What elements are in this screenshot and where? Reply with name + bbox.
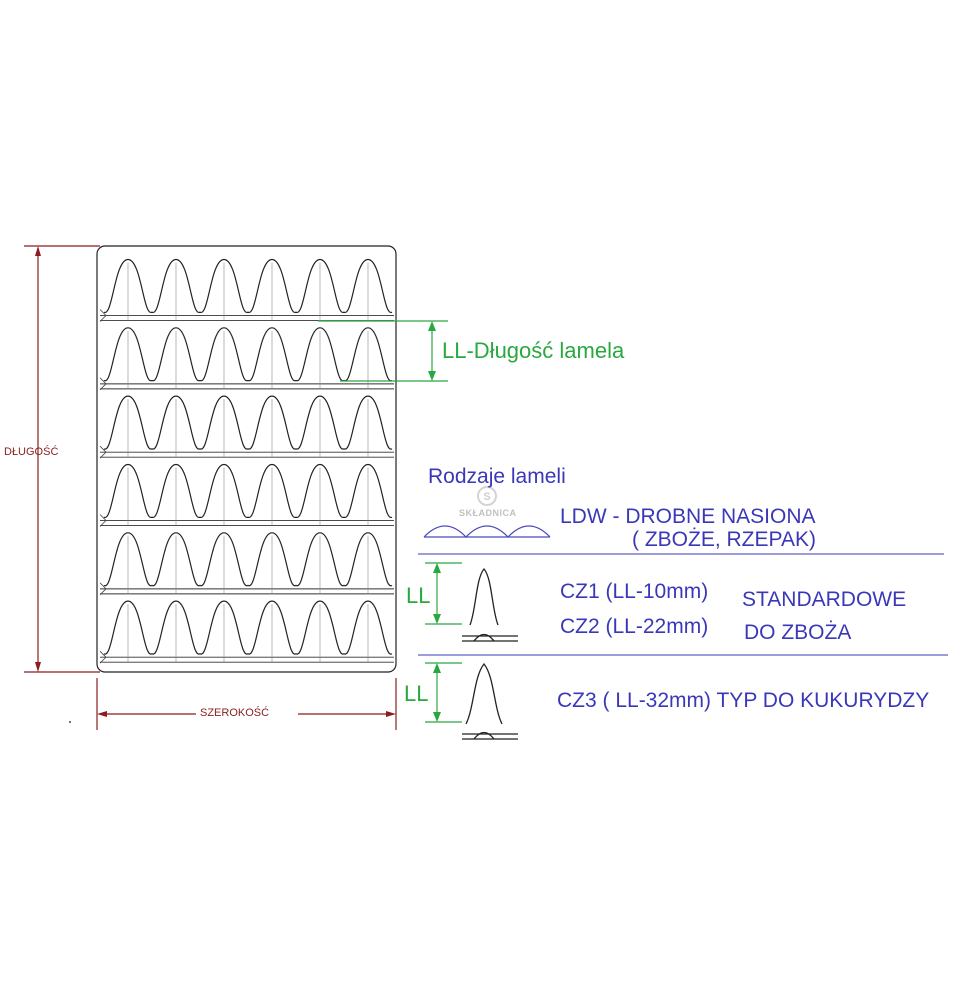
- length-label: DŁUGOŚĆ: [4, 446, 59, 458]
- cz1-cz2-ll-dimension: [425, 562, 462, 625]
- louver-row-wave: [103, 395, 393, 450]
- plate-edge-notch: [99, 445, 107, 459]
- plate-edge-notch: [99, 309, 107, 322]
- ll-length-label: LL-Długość lamela: [442, 338, 625, 363]
- ll-label-2: LL: [404, 681, 429, 706]
- louver-row-wave: [103, 463, 393, 518]
- louver-row-wave: [103, 258, 393, 313]
- length-dimension: [24, 245, 100, 673]
- plate-edge-notch: [99, 514, 107, 527]
- plate-edge-notch: [99, 582, 107, 596]
- width-label: SZEROKOŚĆ: [200, 707, 270, 719]
- plate-edge-notch: [99, 650, 107, 664]
- cz3-label: CZ3 ( LL-32mm) TYP DO KUKURYDZY: [557, 689, 930, 712]
- width-dimension: [96, 678, 397, 730]
- cz2-label: CZ2 (LL-22mm): [560, 615, 709, 638]
- watermark-text: SKŁADNICA: [459, 508, 517, 518]
- sieve-plate: [96, 245, 397, 673]
- standard-label-line2: DO ZBOŻA: [744, 621, 852, 644]
- plate-edge-notch: [99, 377, 107, 391]
- louver-row-wave: [103, 600, 393, 655]
- louver-row-wave: [103, 532, 393, 587]
- ldw-label-line1: LDW - DROBNE NASIONA: [560, 505, 816, 528]
- sieve-louver-grid: [99, 258, 394, 664]
- ll-label-1: LL: [406, 583, 431, 608]
- ldw-profile-icon: [423, 525, 551, 538]
- legend-title: Rodzaje lameli: [428, 465, 566, 488]
- svg-text:S: S: [483, 491, 490, 503]
- skladnica-logo: S: [477, 486, 497, 506]
- cz3-profile-icon: [462, 662, 518, 740]
- cz1-label: CZ1 (LL-10mm): [560, 580, 709, 603]
- cz1-cz2-profile-icon: [462, 568, 518, 642]
- ldw-label-line2: ( ZBOŻE, RZEPAK): [632, 528, 816, 551]
- ll-length-callout: [318, 320, 448, 382]
- stray-dot: [69, 721, 71, 723]
- standard-label-line1: STANDARDOWE: [742, 588, 907, 611]
- cz3-ll-dimension: [425, 662, 462, 723]
